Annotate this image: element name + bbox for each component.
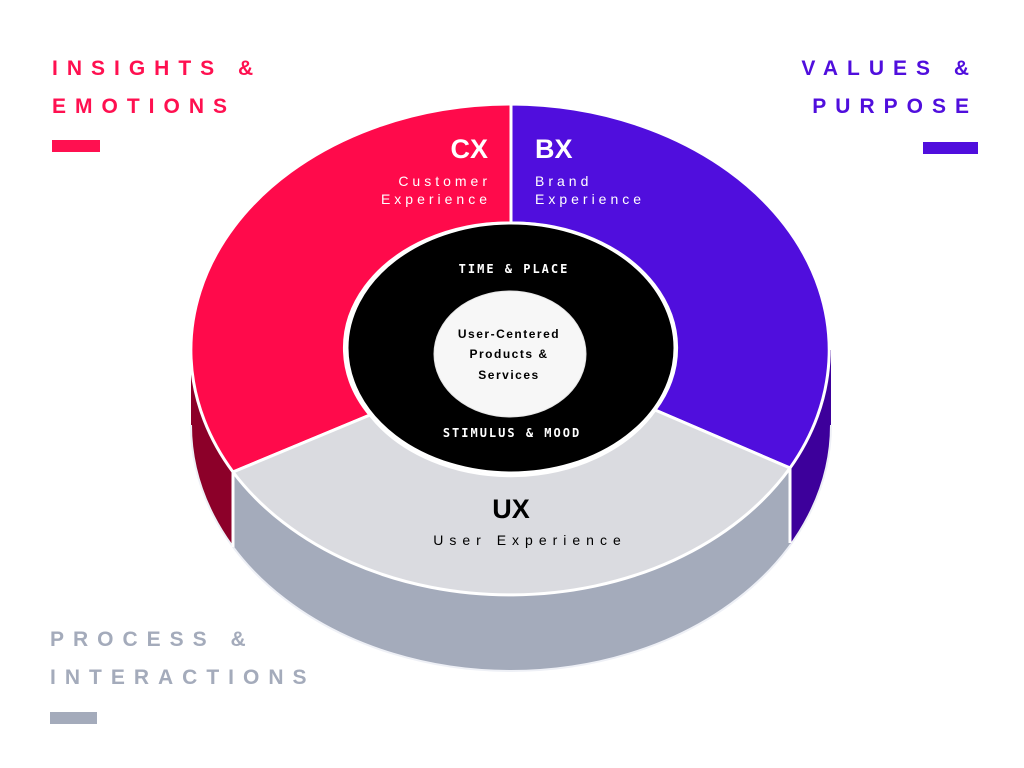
cx-line2: Experience [381,191,491,207]
time-place-label: TIME & PLACE [459,262,570,276]
process-line1: PROCESS & [50,628,255,651]
stimulus-mood-label: STIMULUS & MOOD [443,426,581,440]
bx-title: BX [535,134,573,164]
center-line2: Products & [469,347,548,361]
ux-segment [231,408,792,597]
values-line2: PURPOSE [812,95,978,118]
values-line1: VALUES & [801,57,978,80]
center-line1: User-Centered [458,327,560,341]
insights-bar [52,140,100,152]
bx-line1: Brand [535,173,592,189]
ux-subtitle: User Experience [433,532,627,548]
insights-line1: INSIGHTS & [52,57,263,80]
process-bar [50,712,97,724]
process-interactions-label: PROCESS & INTERACTIONS [50,621,316,697]
cx-title: CX [450,134,488,164]
insights-emotions-label: INSIGHTS & EMOTIONS [52,50,262,126]
values-bar [923,142,978,154]
ux-title: UX [492,494,530,524]
values-purpose-label: VALUES & PURPOSE [801,50,978,126]
center-line3: Services [478,368,539,382]
bx-line2: Experience [535,191,645,207]
center-ellipse [433,290,587,418]
insights-line2: EMOTIONS [52,95,237,118]
process-line2: INTERACTIONS [50,666,316,689]
cx-line1: Customer [398,173,491,189]
